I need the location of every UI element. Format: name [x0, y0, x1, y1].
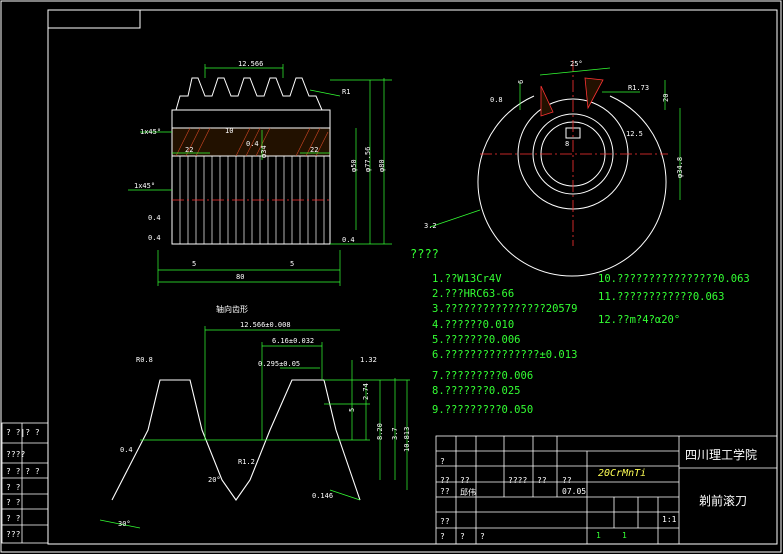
left-cell-0: ? ?|? ?: [6, 428, 40, 437]
left-strip: [1, 422, 49, 544]
note-9: 9.?????????0.050: [432, 403, 534, 416]
note-7: 7.?????????0.006: [432, 370, 534, 383]
hob-front-view: [171, 77, 331, 245]
dim-h132: 1.32: [360, 356, 377, 364]
dim-key: 8: [565, 140, 570, 148]
dim-5a: 5: [192, 260, 197, 268]
tb-q8: ?: [480, 532, 485, 541]
dim-phi77: φ77.56: [364, 146, 372, 172]
tb-q3: ??: [537, 476, 547, 485]
left-cell-1: ????: [6, 450, 26, 459]
dim-80: 80: [236, 273, 245, 281]
note-3: 3.????????????????20579: [432, 303, 578, 316]
note-11: 11.????????????0.063: [598, 291, 725, 304]
material: 20CrMnTi: [598, 468, 647, 479]
dim-32: 3.2: [424, 222, 437, 230]
dim-r12: R1.2: [238, 458, 255, 466]
dim-pitch: 12.566: [238, 60, 264, 68]
school-name: 四川理工学院: [685, 448, 758, 462]
dim-h37: 3.7: [391, 427, 399, 440]
label-design: ??: [440, 487, 450, 496]
left-cell-6: ???: [6, 530, 21, 539]
sheet-b: 1: [622, 531, 627, 540]
left-cell-5: ? ?: [6, 514, 21, 523]
dim-h10: 10.813: [403, 426, 411, 452]
side-section: [480, 60, 668, 246]
left-cell-4: ? ?: [6, 498, 21, 507]
tb-q1: ??: [460, 476, 470, 485]
dim-ra-a: 0.4: [246, 140, 259, 148]
dim-0146: 0.146: [312, 492, 334, 500]
dim-h274: 2.74: [362, 383, 370, 400]
hob-flutes: [172, 156, 330, 244]
label-check: ??: [440, 517, 450, 526]
note-8: 8.???????0.025: [432, 385, 521, 398]
left-cell-3: ? ?: [6, 483, 21, 492]
date: 07.05: [562, 487, 587, 496]
hob-hatch: [175, 127, 329, 157]
dim-22a: 22: [185, 146, 194, 154]
dim-phi50: φ50: [350, 159, 358, 172]
tb-q6: ?: [440, 532, 445, 541]
dim-04: 0.4: [120, 446, 133, 454]
dim-phi80: φ80: [378, 159, 386, 172]
note-12: 12.??m?4?α20°: [598, 314, 681, 327]
tb-q2: ????: [508, 476, 528, 485]
tech-requirements-title: ????: [410, 247, 439, 261]
designer: 邱伟: [460, 488, 476, 497]
dim-r173: R1.73: [628, 84, 650, 92]
dim-r08: R0.8: [136, 356, 153, 364]
dim-p0295: 0.295±0.05: [258, 360, 301, 368]
note-4: 4.??????0.010: [432, 318, 515, 331]
dim-p616: 6.16±0.032: [272, 337, 315, 345]
dim-08: 0.8: [490, 96, 503, 104]
profile-title: 轴向齿形: [216, 305, 248, 314]
dim-a30: 30°: [118, 520, 131, 528]
dim-ra-c: 0.4: [148, 234, 161, 242]
tb-q0: ??: [440, 476, 450, 485]
note-2: 2.???HRC63-66: [432, 288, 515, 301]
front-dimensions: [128, 64, 392, 286]
dim-ra-d: 0.4: [342, 236, 355, 244]
dim-chamfer2: 1x45°: [134, 182, 156, 190]
side-dimensions: [429, 67, 681, 228]
note-10: 10.????????????????0.063: [598, 273, 750, 285]
notes-right: 10.????????????????0.063 11.????????????…: [598, 272, 750, 329]
title-block: [435, 435, 778, 545]
part-name: 剃前滚刀: [699, 494, 748, 508]
dim-phi34: φ34: [260, 145, 268, 158]
tb-q7: ?: [460, 532, 465, 541]
dim-5b: 5: [290, 260, 295, 268]
note-1: 1.??W13Cr4V: [432, 273, 502, 285]
dim-10: 10: [225, 127, 234, 135]
profile-dimensions: [99, 326, 410, 529]
dim-25deg: 25°: [570, 60, 583, 68]
dim-a20: 20°: [208, 476, 221, 484]
sheet-a: 1: [596, 531, 601, 540]
dim-22b: 22: [310, 146, 319, 154]
notes-left: 1.??W13Cr4V 2.???HRC63-66 3.????????????…: [432, 272, 577, 418]
tb-q5: ?: [440, 457, 445, 466]
dim-r1: R1: [342, 88, 351, 96]
dim-20: 20: [662, 93, 670, 102]
dim-h8: 8.20: [376, 423, 384, 440]
dim-chamfer1: 1x45°: [140, 128, 162, 136]
dim-ra-b: 0.4: [148, 214, 161, 222]
hob-side-view: [477, 95, 667, 277]
scale: 1:1: [662, 515, 677, 524]
dim-h5: 5: [348, 407, 356, 412]
dim-phi34s: φ34.8: [676, 156, 684, 178]
left-cell-2: ? ? ? ?: [6, 467, 40, 476]
note-5: 5.???????0.006: [432, 333, 521, 346]
dim-6: 6: [517, 79, 525, 84]
dim-p12566: 12.566±0.008: [240, 321, 291, 329]
note-6: 6.???????????????±0.013: [432, 349, 578, 362]
dim-125: 12.5: [626, 130, 643, 138]
tb-q4: ??: [562, 476, 572, 485]
